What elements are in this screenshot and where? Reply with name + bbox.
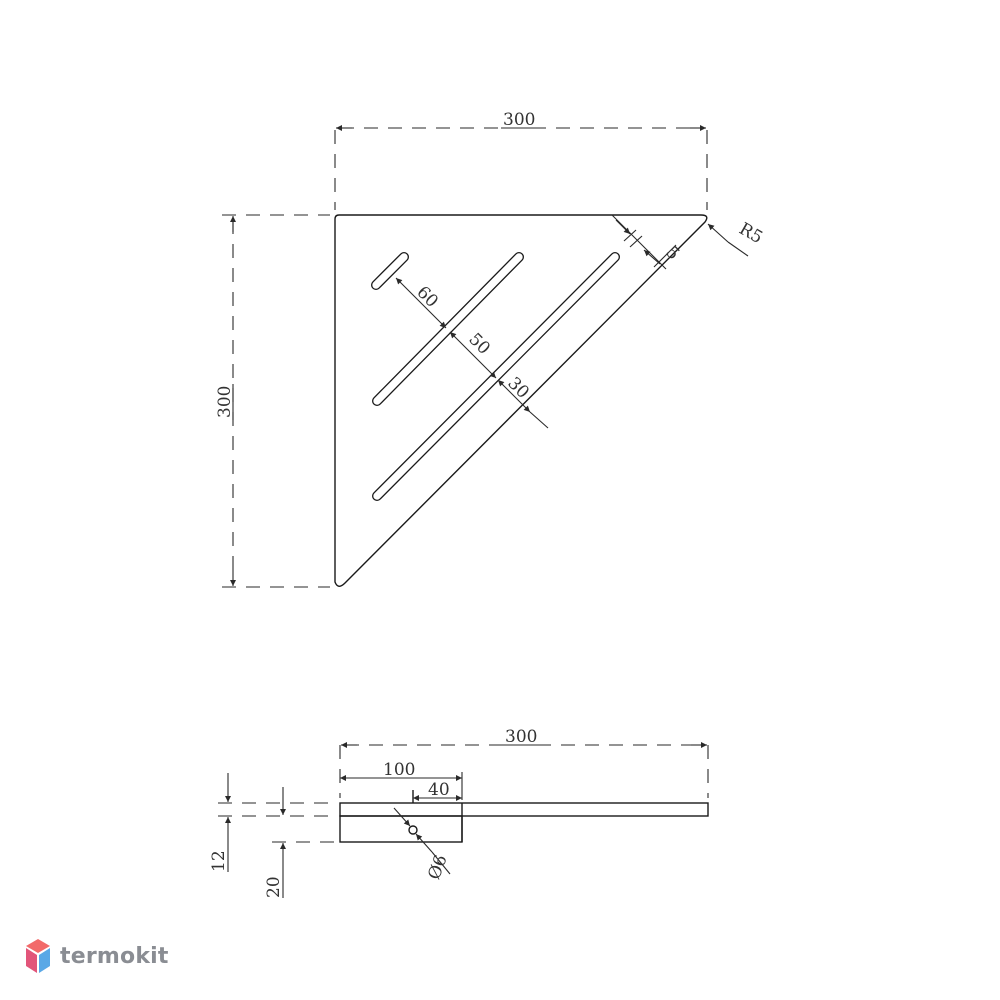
dim-inner-length-label: 40 bbox=[428, 780, 450, 800]
dim-corner-radius: R5 bbox=[707, 219, 766, 257]
dim-side-total-label: 300 bbox=[505, 727, 537, 747]
shelf-plate-side bbox=[339, 802, 709, 817]
cube-right-face bbox=[39, 948, 50, 973]
drainage-slots bbox=[371, 252, 620, 501]
dim-top-width-label: 300 bbox=[503, 110, 535, 130]
dim-top-width: 300 bbox=[334, 110, 708, 210]
dim-side-total: 300 bbox=[339, 727, 709, 798]
side-view: 300 100 40 12 20 bbox=[209, 727, 709, 898]
dim-left-height-label: 300 bbox=[215, 386, 235, 418]
dim-hole-label: Ø6 bbox=[424, 852, 451, 882]
mounting-hole-circle bbox=[408, 825, 418, 835]
cube-top-face bbox=[26, 939, 50, 953]
brand-logo: termokit bbox=[24, 936, 184, 976]
dim-spacing-50: 50 bbox=[464, 329, 493, 358]
mounting-hole: Ø6 bbox=[393, 807, 452, 882]
top-view: 300 300 60 50 30 bbox=[215, 110, 766, 588]
dim-edge-width: 5 bbox=[611, 214, 683, 270]
dim-bracket-length-label: 100 bbox=[383, 760, 415, 780]
dim-thickness-label: 12 bbox=[209, 850, 229, 872]
dim-edge-width-label: 5 bbox=[661, 242, 683, 264]
shelf-outline bbox=[334, 214, 708, 587]
dim-inner-length: 40 bbox=[413, 780, 462, 801]
dim-bracket-height: 20 bbox=[264, 787, 335, 898]
dim-corner-radius-label: R5 bbox=[736, 219, 766, 248]
bracket-side bbox=[339, 815, 463, 843]
dim-left-height: 300 bbox=[215, 214, 330, 588]
cube-left-face bbox=[26, 948, 37, 973]
dim-bracket-length: 100 bbox=[340, 760, 463, 800]
brand-name: termokit bbox=[60, 943, 169, 969]
dim-thickness: 12 bbox=[209, 773, 335, 872]
cube-icon bbox=[26, 939, 50, 973]
dim-bracket-height-label: 20 bbox=[264, 876, 284, 898]
dim-spacing-60: 60 bbox=[412, 282, 441, 311]
